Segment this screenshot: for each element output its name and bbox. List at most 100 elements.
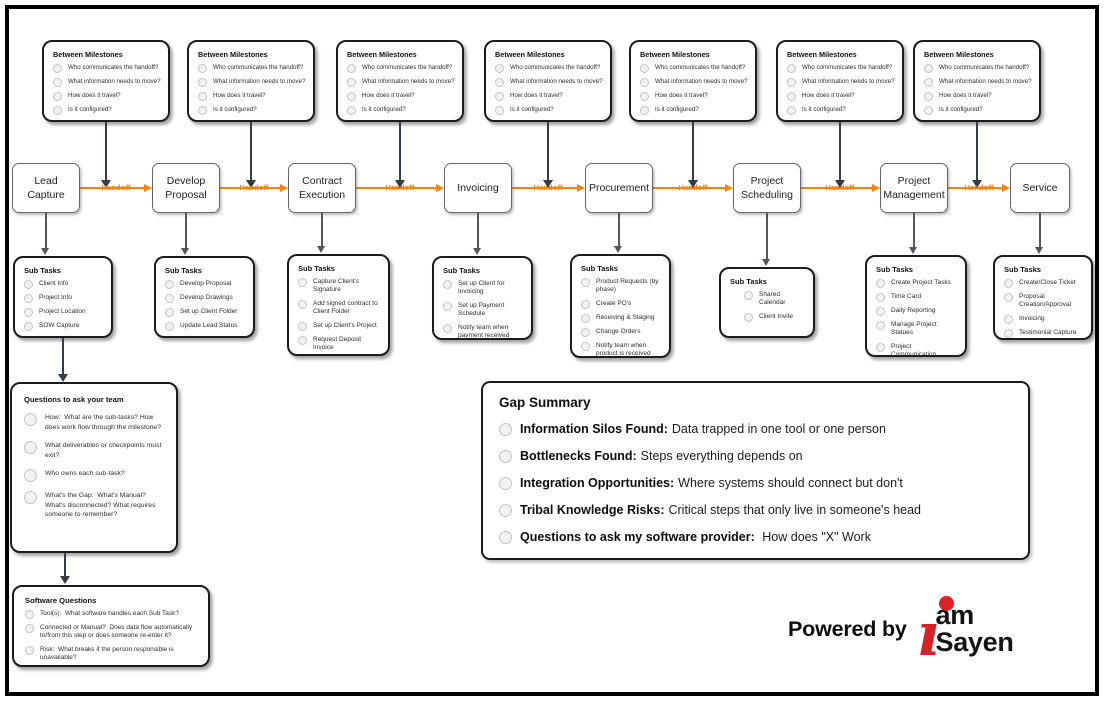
- checkbox-circle[interactable]: [24, 308, 33, 317]
- between-question-list: Who communicates the handoff?What inform…: [53, 64, 161, 115]
- between-question-item: What information needs to move?: [53, 78, 161, 87]
- checkbox-circle[interactable]: [924, 92, 933, 101]
- box-title: Sub Tasks: [443, 266, 480, 275]
- handoff-label: Handoff: [964, 183, 994, 193]
- between-milestones-box-2: Between Milestones Who communicates the …: [187, 40, 315, 122]
- checkbox-circle[interactable]: [1004, 279, 1013, 288]
- checkbox-circle[interactable]: [165, 322, 174, 331]
- handoff-arrow-2: [220, 187, 281, 189]
- checkbox-circle[interactable]: [640, 64, 649, 73]
- checkbox-circle[interactable]: [24, 413, 37, 426]
- checkbox-circle[interactable]: [495, 78, 504, 87]
- checkbox-circle[interactable]: [298, 299, 307, 309]
- checkbox-circle[interactable]: [924, 78, 933, 87]
- checkbox-circle[interactable]: [198, 106, 207, 115]
- down-arrow-icon: [41, 248, 49, 255]
- checkbox-circle[interactable]: [53, 78, 62, 87]
- handoff-label: Handoff: [385, 183, 415, 193]
- checkbox-circle[interactable]: [165, 308, 174, 317]
- checkbox-circle[interactable]: [581, 327, 590, 337]
- checkbox-circle[interactable]: [640, 106, 649, 115]
- checkbox-circle[interactable]: [876, 321, 885, 330]
- checkbox-circle[interactable]: [347, 106, 356, 115]
- subtask-item: Proposal Creation/Approval: [1004, 293, 1082, 310]
- checkbox-circle[interactable]: [1004, 328, 1013, 338]
- checkbox-circle[interactable]: [581, 341, 590, 351]
- checkbox-circle[interactable]: [347, 92, 356, 101]
- checkbox-circle[interactable]: [24, 294, 33, 303]
- checkbox-circle[interactable]: [876, 342, 885, 352]
- checkbox-circle[interactable]: [1004, 293, 1013, 302]
- checkbox-circle[interactable]: [640, 92, 649, 101]
- checkbox-circle[interactable]: [24, 469, 37, 483]
- logo-text: am Sayen: [935, 602, 1013, 656]
- between-question-item: Is it configured?: [198, 106, 304, 115]
- subtask-item: Notify team when payment received: [443, 323, 522, 341]
- checkbox-circle[interactable]: [198, 64, 207, 73]
- checkbox-circle[interactable]: [924, 64, 933, 73]
- checkbox-circle[interactable]: [495, 92, 504, 101]
- checkbox-circle[interactable]: [347, 78, 356, 87]
- checkbox-circle[interactable]: [499, 449, 512, 463]
- down-arrow-icon: [395, 180, 405, 188]
- checkbox-circle[interactable]: [165, 280, 174, 289]
- checkbox-circle[interactable]: [24, 491, 37, 505]
- subtasks-box-procurement: Sub Tasks Product Requests (by phase)Cre…: [570, 254, 671, 358]
- checkbox-circle[interactable]: [499, 477, 512, 491]
- checkbox-circle[interactable]: [298, 278, 307, 287]
- down-arrow-icon: [614, 246, 622, 253]
- checkbox-circle[interactable]: [24, 322, 33, 331]
- checkbox-circle[interactable]: [581, 299, 590, 309]
- checkbox-circle[interactable]: [347, 64, 356, 73]
- between-question-item: Who communicates the handoff?: [198, 64, 304, 73]
- down-arrow-icon: [835, 180, 845, 188]
- checkbox-circle[interactable]: [25, 624, 34, 633]
- down-arrow-icon: [246, 180, 256, 188]
- checkbox-circle[interactable]: [198, 92, 207, 101]
- checkbox-circle[interactable]: [443, 301, 452, 311]
- gap-summary-item: Bottlenecks Found:Steps everything depen…: [499, 449, 1012, 465]
- checkbox-circle[interactable]: [581, 313, 590, 323]
- checkbox-circle[interactable]: [744, 312, 753, 322]
- checkbox-circle[interactable]: [640, 78, 649, 87]
- checkbox-circle[interactable]: [298, 335, 307, 345]
- checkbox-circle[interactable]: [298, 321, 307, 331]
- handoff-arrow-7: [948, 187, 1003, 189]
- checkbox-circle[interactable]: [876, 279, 885, 288]
- checkbox-circle[interactable]: [581, 278, 590, 287]
- checkbox-circle[interactable]: [787, 78, 796, 87]
- checkbox-circle[interactable]: [499, 504, 512, 518]
- checkbox-circle[interactable]: [499, 422, 512, 436]
- checkbox-circle[interactable]: [787, 64, 796, 73]
- checkbox-circle[interactable]: [876, 293, 885, 302]
- between-question-item: Is it configured?: [640, 106, 746, 115]
- checkbox-circle[interactable]: [53, 64, 62, 73]
- checkbox-circle[interactable]: [25, 645, 34, 655]
- between-question-item: What information needs to move?: [640, 78, 748, 87]
- checkbox-circle[interactable]: [787, 106, 796, 115]
- checkbox-circle[interactable]: [53, 106, 62, 115]
- between-question-item: Who communicates the handoff?: [924, 64, 1030, 73]
- checkbox-circle[interactable]: [443, 323, 452, 333]
- checkbox-circle[interactable]: [744, 291, 753, 300]
- checkbox-circle[interactable]: [499, 531, 512, 545]
- checkbox-circle[interactable]: [25, 610, 34, 619]
- checkbox-circle[interactable]: [24, 441, 37, 455]
- subtask-item: Set up Client for Invoicing: [443, 280, 522, 297]
- between-question-item: How does it travel?: [53, 92, 159, 101]
- checkbox-circle[interactable]: [165, 294, 174, 303]
- checkbox-circle[interactable]: [443, 280, 452, 289]
- checkbox-circle[interactable]: [24, 280, 33, 289]
- checkbox-circle[interactable]: [1004, 314, 1013, 324]
- checkbox-circle[interactable]: [924, 106, 933, 115]
- checkbox-circle[interactable]: [53, 92, 62, 101]
- checkbox-circle[interactable]: [198, 78, 207, 87]
- checkbox-circle[interactable]: [495, 64, 504, 73]
- checkbox-circle[interactable]: [787, 92, 796, 101]
- checkbox-circle[interactable]: [495, 106, 504, 115]
- handoff-label: Handoff: [239, 183, 269, 193]
- checkbox-circle[interactable]: [876, 307, 885, 316]
